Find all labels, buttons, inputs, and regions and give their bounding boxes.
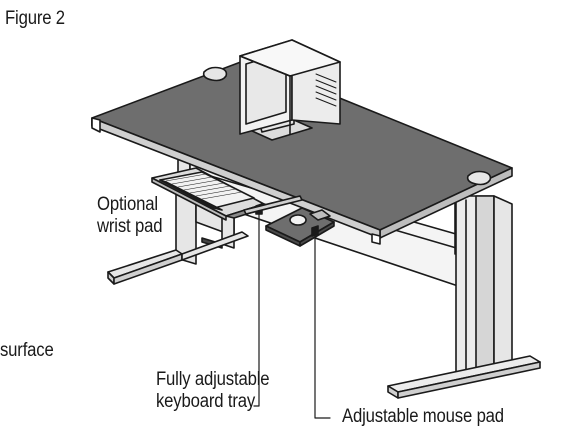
right-leg-frame <box>387 195 541 399</box>
mouse-pad <box>265 207 335 247</box>
mouse-pad-callout: Adjustable mouse pad <box>342 406 504 427</box>
wrist-pad-callout: Optional wrist pad <box>97 194 163 238</box>
keyboard-tray <box>151 167 303 221</box>
wrist-pad-callout-line1: Optional <box>97 194 158 215</box>
callout-leaders <box>253 211 331 419</box>
keyboard-tray-callout-line1: Fully adjustable <box>156 369 270 390</box>
keyboard-tray-callout: Fully adjustable keyboard tray <box>156 369 270 413</box>
wrist-pad-callout-line2: wrist pad <box>97 216 163 237</box>
desktop-surface <box>91 59 513 245</box>
work-surface-callout: surface <box>0 340 54 361</box>
figure-title: Figure 2 <box>5 8 65 29</box>
keyboard-tray-callout-line2: keyboard tray <box>156 391 256 412</box>
monitor <box>239 39 341 141</box>
